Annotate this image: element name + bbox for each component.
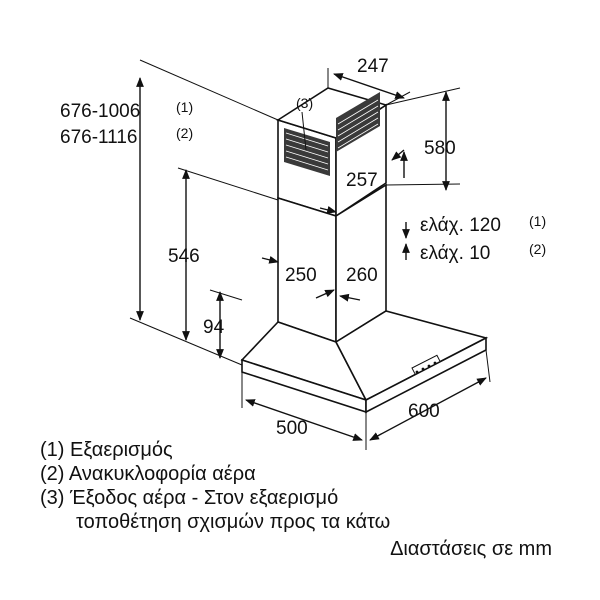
legend-item-air-outlet: (3) Έξοδος αέρα - Στον εξαερισμό (40, 487, 339, 509)
control-panel (411, 354, 441, 375)
air-outlet-slits (284, 92, 380, 176)
chimney-height-label: 546 (168, 246, 200, 267)
dimension-labels: 247 580 257 (3) 676-1006 (1) 676-1116 (2… (60, 56, 546, 439)
hood-width-arrow (369, 377, 487, 441)
hood-depth-label: 500 (276, 418, 308, 439)
chimney-width-label: 250 (285, 265, 317, 286)
canopy-height-label: 94 (203, 317, 225, 338)
min-gap-label-2: ελάχ. 10 (420, 243, 490, 264)
total-height-label-1: 676-1006 (60, 101, 140, 122)
min-gap-label-1: ελάχ. 120 (420, 215, 501, 236)
min-gap-marker-2: (2) (529, 241, 546, 257)
units-note: Διαστάσεις σε mm (390, 538, 552, 560)
hood-width-label: 600 (408, 401, 440, 422)
chimney-depth-label: 260 (346, 265, 378, 286)
duct-height-label: 580 (424, 138, 456, 159)
legend-item-air-outlet-note: τοποθέτηση σχισμών προς τα κάτω (76, 511, 391, 533)
min-gap-marker-1: (1) (529, 213, 546, 229)
total-height-marker-1: (1) (176, 99, 193, 115)
outlet-marker: (3) (296, 95, 313, 111)
legend-item-recirculation: (2) Ανακυκλοφορία αέρα (40, 463, 256, 485)
legend: (1) Εξαερισμός (2) Ανακυκλοφορία αέρα (3… (40, 438, 570, 534)
hood-depth-arrow (245, 399, 363, 441)
duct-width-arrow (333, 73, 405, 99)
total-height-label-2: 676-1116 (60, 127, 137, 148)
duct-depth-label: 257 (346, 170, 378, 191)
dimension-lines (129, 59, 491, 450)
duct-width-label: 247 (357, 56, 389, 77)
total-height-marker-2: (2) (176, 125, 193, 141)
legend-item-extraction: (1) Εξαερισμός (40, 439, 173, 461)
